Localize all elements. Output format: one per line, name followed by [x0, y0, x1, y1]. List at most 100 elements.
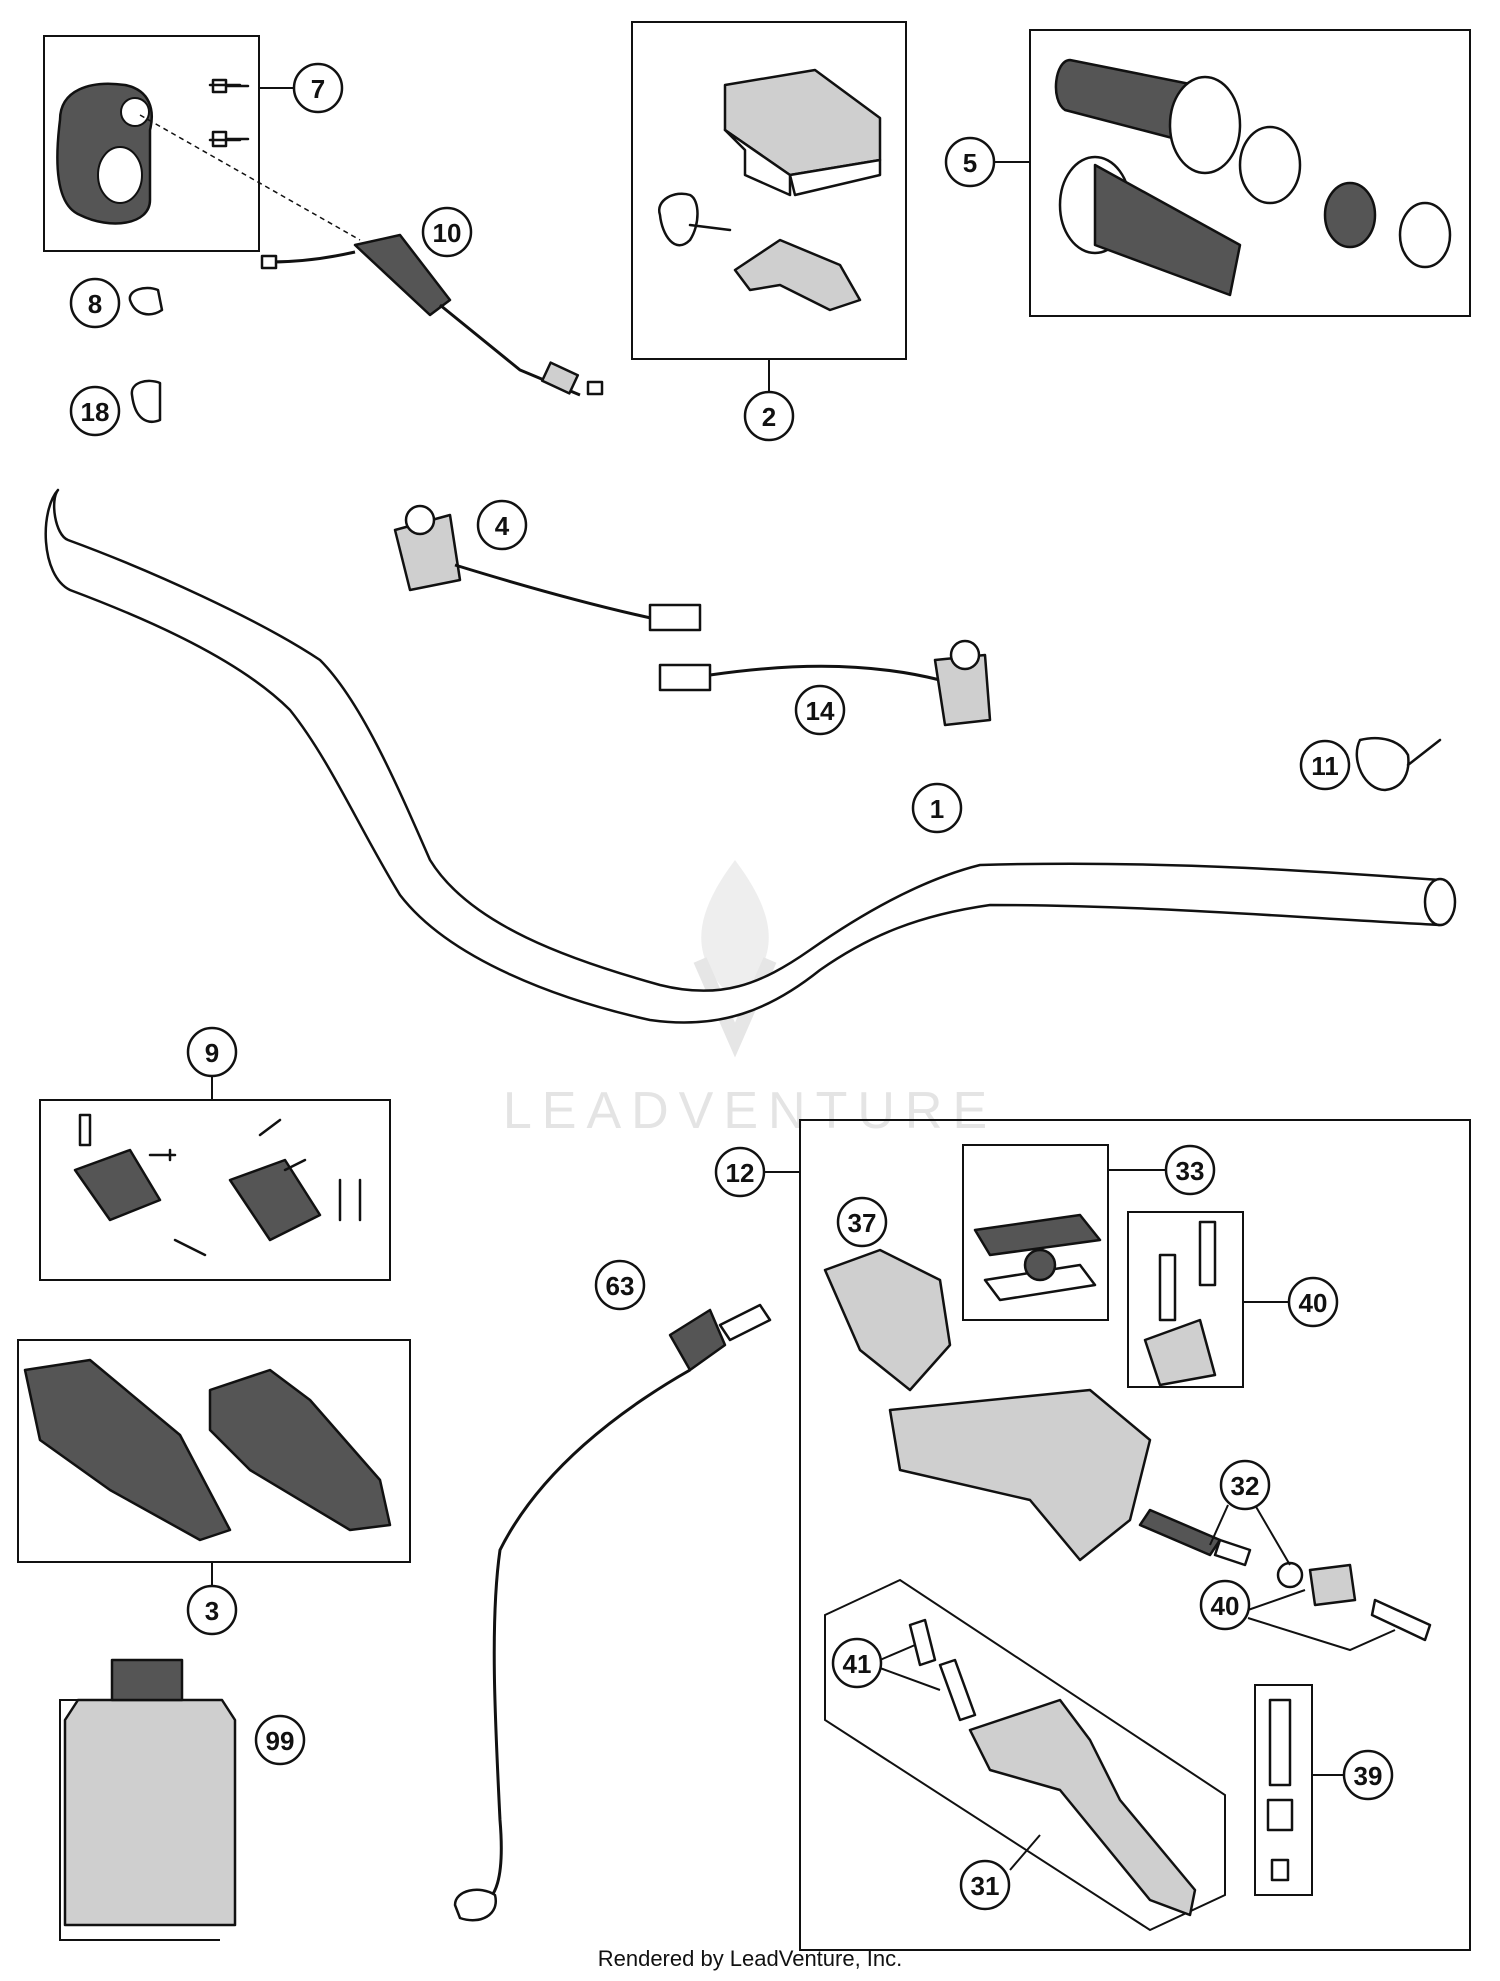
switch-14 — [658, 639, 992, 727]
push-rod — [1370, 1598, 1432, 1642]
lever-box — [824, 1578, 1226, 1932]
throttle-screw-top — [208, 78, 250, 94]
fluid-bottle-cap — [110, 1658, 184, 1702]
svg-text:18: 18 — [81, 397, 110, 427]
callout-11: 11 — [1299, 739, 1351, 791]
throttle-cam — [1238, 125, 1302, 205]
svg-text:99: 99 — [266, 1726, 295, 1756]
clamp-box — [1127, 1211, 1244, 1388]
callout-32: 32 — [1219, 1459, 1271, 1511]
clamp — [1143, 1318, 1217, 1387]
svg-text:40: 40 — [1211, 1591, 1240, 1621]
svg-text:9: 9 — [205, 1038, 219, 1068]
brake-line — [453, 1303, 772, 1922]
grips-box — [1029, 29, 1471, 317]
callout-8: 8 — [69, 277, 121, 329]
footer-credit: Rendered by LeadVenture, Inc. — [598, 1946, 903, 1971]
svg-text:8: 8 — [88, 289, 102, 319]
circlip — [1276, 1561, 1304, 1589]
hand-guard-right — [208, 1368, 392, 1532]
callout-14: 14 — [794, 684, 846, 736]
grip-left — [1054, 58, 1197, 142]
callout-38: 39 — [1342, 1749, 1394, 1801]
master-cylinder-box — [799, 1119, 1471, 1951]
handlebar — [44, 488, 1457, 1024]
watermark: LEADVENTURE — [503, 860, 987, 1140]
clip-8 — [128, 286, 164, 316]
lever-spring — [908, 1618, 977, 1722]
svg-text:5: 5 — [963, 148, 977, 178]
callout-5: 4 — [476, 499, 528, 551]
mount-right — [228, 1158, 322, 1242]
svg-text:32: 32 — [1231, 1471, 1260, 1501]
svg-text:10: 10 — [433, 218, 462, 248]
callout-37: 37 — [836, 1196, 888, 1248]
svg-text:2: 2 — [762, 402, 776, 432]
mount-left — [73, 1148, 162, 1222]
brake-lever — [968, 1698, 1197, 1917]
svg-text:14: 14 — [806, 696, 835, 726]
grip-flange-left — [1168, 75, 1242, 175]
svg-text:4: 4 — [495, 511, 510, 541]
callout-31: 31 — [959, 1859, 1011, 1911]
grips-group — [1029, 29, 1471, 317]
master-cylinder-group — [799, 1119, 1471, 1951]
fluid-bottle-body — [63, 1698, 237, 1927]
master-cylinder-body — [888, 1388, 1152, 1562]
hand-guard-left — [23, 1358, 232, 1542]
grip-right — [1093, 163, 1242, 297]
switch-14-connector — [658, 663, 712, 692]
dust-boot — [1308, 1563, 1357, 1607]
switch-5 — [393, 504, 702, 632]
handlebar-pad-group — [631, 21, 907, 360]
callout-3: 3 — [186, 1584, 238, 1636]
cable-tie — [658, 192, 732, 247]
cam-insert-a — [1323, 181, 1377, 249]
callout-18: 18 — [69, 385, 121, 437]
callout-41: 41 — [831, 1637, 883, 1689]
mount-hardware-box — [39, 1099, 391, 1281]
brake-line-fitting — [668, 1308, 727, 1372]
throttle-screw-bottom — [208, 130, 250, 148]
svg-text:1: 1 — [930, 794, 944, 824]
callout-4: 5 — [944, 136, 996, 188]
reservoir-cover-box — [962, 1144, 1109, 1321]
svg-text:40: 40 — [1299, 1288, 1328, 1318]
svg-text:7: 7 — [311, 74, 325, 104]
svg-text:39: 39 — [1354, 1761, 1383, 1791]
fluid-bottle — [59, 1658, 237, 1941]
callout-7: 7 — [292, 62, 344, 114]
callout-63: 63 — [594, 1259, 646, 1311]
bolt-box — [1254, 1684, 1313, 1896]
svg-text:33: 33 — [1176, 1156, 1205, 1186]
switch-5-connector — [648, 603, 702, 632]
throttle-cable-boot — [353, 233, 452, 317]
callout-12: 12 — [714, 1146, 766, 1198]
svg-text:41: 41 — [843, 1649, 872, 1679]
callout-99: 99 — [254, 1714, 306, 1766]
svg-text:63: 63 — [606, 1271, 635, 1301]
cam-insert-b — [1398, 201, 1452, 269]
lever-housing — [823, 1248, 952, 1392]
svg-text:12: 12 — [726, 1158, 755, 1188]
cable-tie-11 — [1355, 736, 1442, 792]
mount-hardware-group — [39, 1099, 391, 1281]
callout-2: 2 — [743, 390, 795, 442]
svg-text:3: 3 — [205, 1596, 219, 1626]
handlebar-pad-box — [631, 21, 907, 360]
throttle-housing-box — [43, 35, 260, 252]
piston — [1138, 1508, 1222, 1557]
callout-1: 1 — [911, 782, 963, 834]
pivot-bolt — [1266, 1698, 1294, 1882]
hand-guards-box — [17, 1339, 411, 1563]
svg-text:37: 37 — [848, 1208, 877, 1238]
svg-text:31: 31 — [971, 1871, 1000, 1901]
hand-guards-group — [17, 1339, 411, 1563]
svg-text:11: 11 — [1311, 751, 1339, 781]
clip-18 — [130, 379, 162, 423]
throttle-housing-group — [43, 35, 604, 397]
callout-10: 10 — [421, 206, 473, 258]
pad-bracket — [733, 238, 862, 312]
reservoir-cover — [973, 1213, 1102, 1257]
